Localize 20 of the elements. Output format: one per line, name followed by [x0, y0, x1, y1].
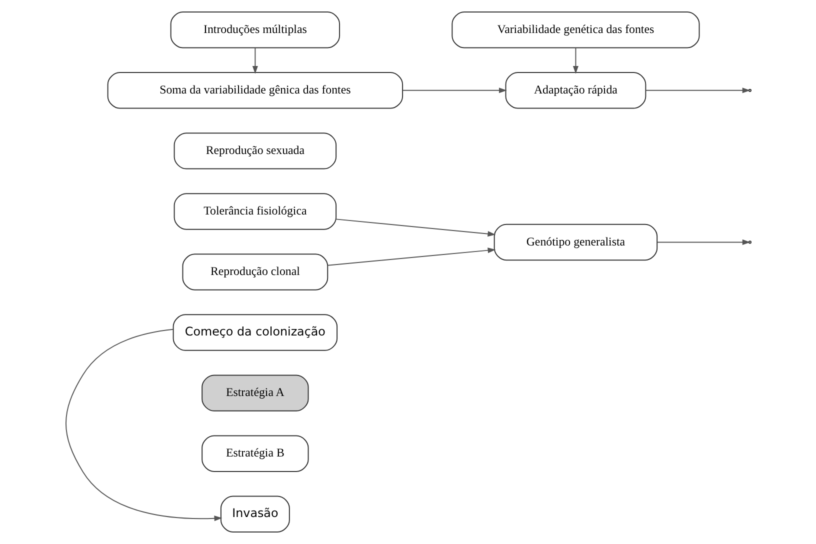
arrow — [644, 88, 750, 94]
node-box: Tolerância fisiológica — [173, 193, 336, 230]
arrow — [656, 239, 750, 246]
node-box: Genótipo generalista — [493, 224, 658, 261]
node-box: Reprodução sexuada — [173, 132, 336, 170]
arrow — [572, 47, 578, 74]
node-box: Reprodução clonal — [182, 254, 328, 290]
node-box: Estratégia B — [201, 435, 308, 472]
arrow — [64, 328, 222, 522]
arrow — [326, 248, 496, 266]
arrow — [252, 47, 258, 74]
node-box: Estratégia A — [201, 374, 308, 412]
arrow — [335, 218, 496, 237]
node-box: Começo da colonização — [172, 314, 338, 351]
arrow — [402, 88, 506, 94]
node-box: Adaptação rápida — [504, 72, 646, 109]
node-box: Variabilidade genética das fontes — [451, 12, 700, 48]
node-box: Soma da variabilidade gênica das fontes — [106, 72, 403, 109]
node-box: Invasão — [220, 496, 290, 532]
node-box: Introduções múltiplas — [170, 12, 340, 48]
